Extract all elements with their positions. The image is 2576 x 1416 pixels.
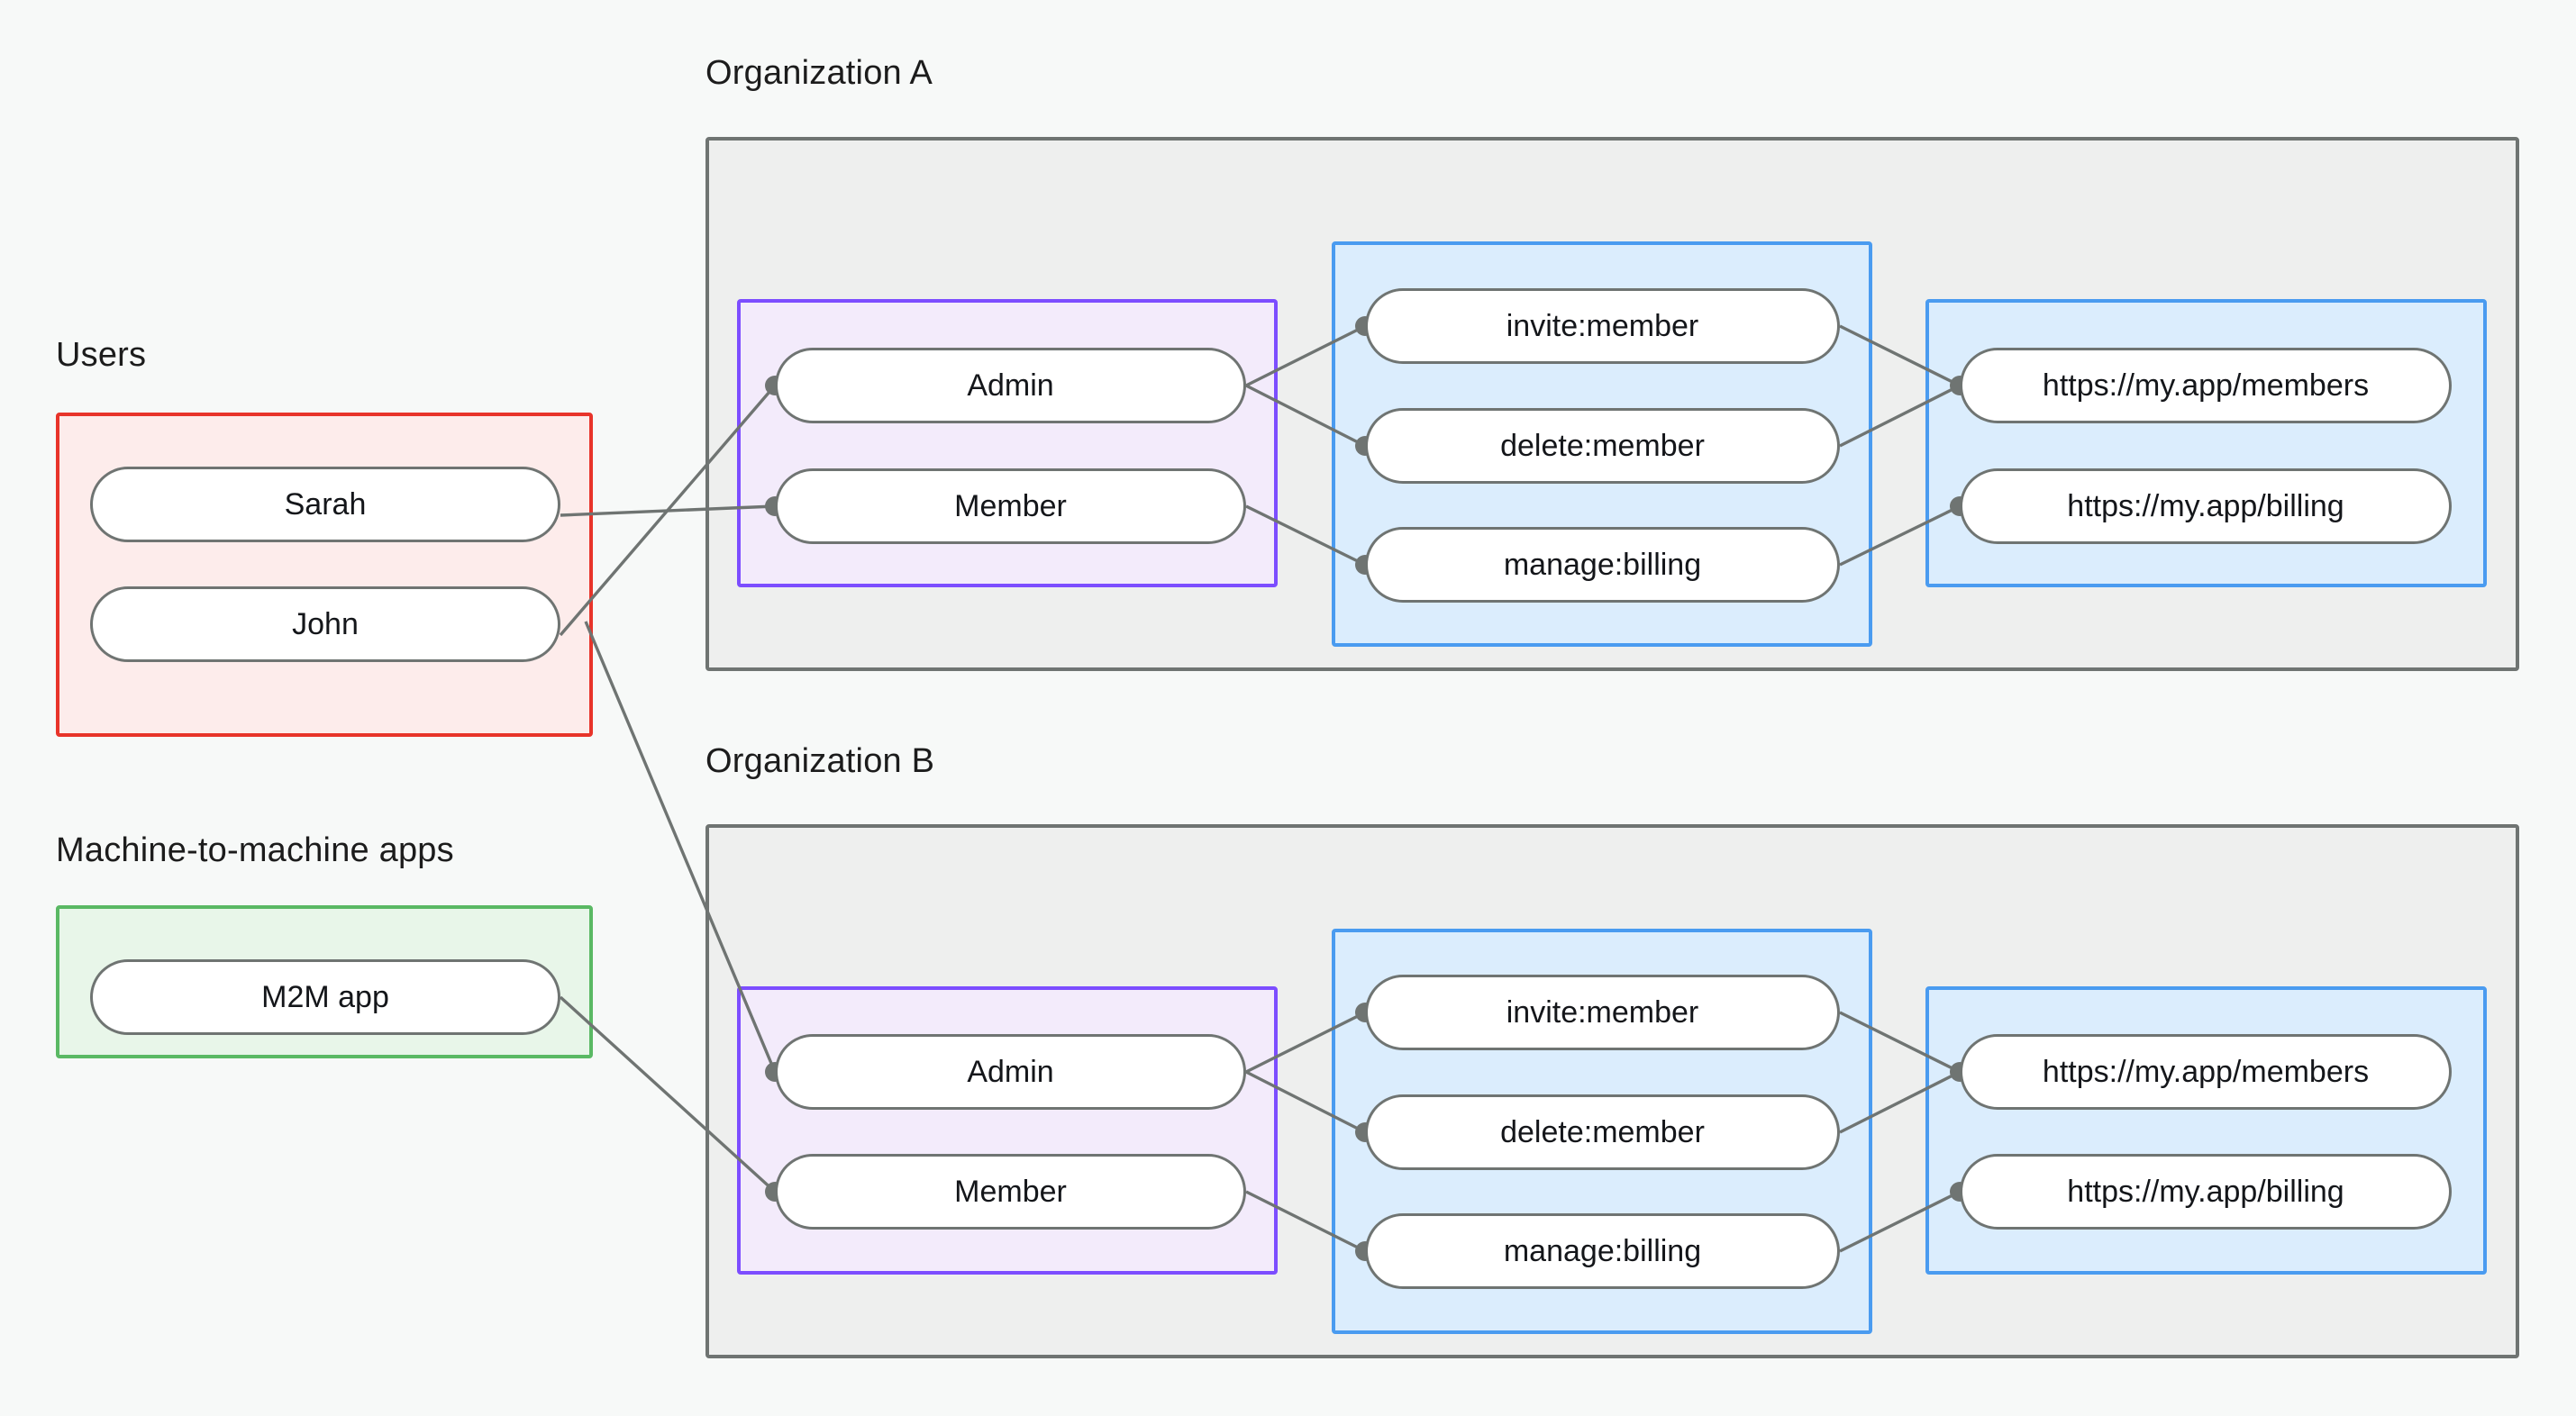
orgB-api-resources-box xyxy=(1925,986,2487,1275)
users-group-box xyxy=(56,413,593,737)
organization-a-label: Organization A xyxy=(705,54,933,92)
orgB-roles-box xyxy=(737,986,1278,1275)
user-pill-john[interactable]: John xyxy=(90,586,560,662)
orgB-permission-pill-manage-billing[interactable]: manage:billing xyxy=(1365,1213,1840,1289)
orgA-api-resources-box xyxy=(1925,299,2487,587)
orgB-role-pill-admin[interactable]: Admin xyxy=(775,1034,1246,1110)
orgB-role-pill-member[interactable]: Member xyxy=(775,1154,1246,1230)
orgA-permission-pill-invite-member[interactable]: invite:member xyxy=(1365,288,1840,364)
m2m-group-label: Machine-to-machine apps xyxy=(56,831,454,869)
orgA-role-pill-member[interactable]: Member xyxy=(775,468,1246,544)
user-pill-sarah[interactable]: Sarah xyxy=(90,467,560,542)
orgA-permission-pill-manage-billing[interactable]: manage:billing xyxy=(1365,527,1840,603)
orgB-permission-pill-delete-member[interactable]: delete:member xyxy=(1365,1094,1840,1170)
m2m-pill-app[interactable]: M2M app xyxy=(90,959,560,1035)
users-group-label: Users xyxy=(56,336,147,374)
orgB-api-pill-billing[interactable]: https://my.app/billing xyxy=(1960,1154,2452,1230)
orgA-roles-box xyxy=(737,299,1278,587)
orgA-permission-pill-delete-member[interactable]: delete:member xyxy=(1365,408,1840,484)
orgA-api-pill-billing[interactable]: https://my.app/billing xyxy=(1960,468,2452,544)
orgB-permission-pill-invite-member[interactable]: invite:member xyxy=(1365,975,1840,1050)
orgB-api-pill-members[interactable]: https://my.app/members xyxy=(1960,1034,2452,1110)
orgA-role-pill-admin[interactable]: Admin xyxy=(775,348,1246,423)
organization-b-label: Organization B xyxy=(705,742,935,780)
orgA-api-pill-members[interactable]: https://my.app/members xyxy=(1960,348,2452,423)
